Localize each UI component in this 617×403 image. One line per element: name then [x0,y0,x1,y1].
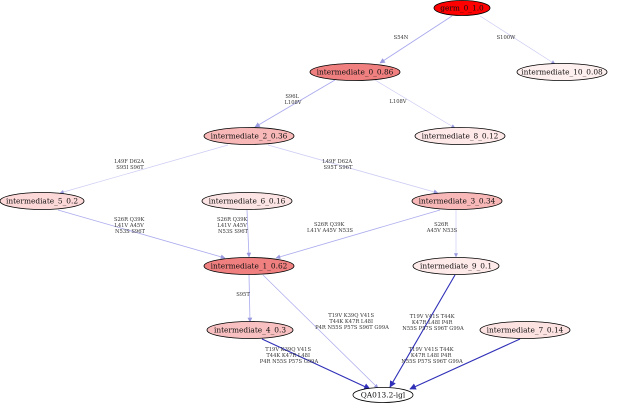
node-intermediate-10-label: intermediate_10_0.08 [521,68,603,77]
node-intermediate-2-shape [203,127,295,145]
node-intermediate-2[interactable]: intermediate_2_0.36 [203,127,295,145]
edge-label-intermediate-2-to-5: L49F D62A S95I S96T [114,159,145,171]
node-intermediate-10-shape [516,63,608,81]
node-intermediate-3[interactable]: intermediate_3_0.34 [411,192,503,210]
edge-label-intermediate-2-to-3: L49F D62A S95T S96T [322,159,353,171]
node-intermediate-7-shape [479,321,571,339]
edge-intermediate-4-to-qa [261,338,371,390]
node-intermediate-6-shape [201,192,293,210]
node-intermediate-0-label: intermediate_0_0.86 [317,68,394,77]
node-intermediate-5-shape [0,192,85,210]
node-intermediate-7[interactable]: intermediate_7_0.14 [479,321,571,339]
node-intermediate-1-shape [203,257,295,275]
edge-label-intermediate-3-to-9: S26R A45V N53S [426,222,458,234]
node-intermediate-3-shape [411,192,503,210]
edge-label-intermediate-1-to-4: S95T [236,292,250,298]
edge-label-intermediate-0-to-2: S96L L108V [284,94,301,106]
edge-intermediate-3-to-1 [275,209,441,260]
edge-label-intermediate-7-to-qa: T19V V41S T44K K47R L48I P4R N55S P57S S… [401,347,463,365]
edge-intermediate-5-to-1 [57,209,226,260]
node-intermediate-1-label: intermediate_1_0.62 [211,262,288,271]
edge-intermediate-1-to-qa [262,274,379,389]
node-intermediate-7-label: intermediate_7_0.14 [487,326,564,335]
edge-label-intermediate-0-to-8: L108V [389,99,406,105]
node-qa013-2-igl-label: QA013.2-igl [361,391,406,400]
edge-germ-to-intermediate-10 [479,15,556,65]
node-intermediate-8-shape [414,127,506,145]
edge-label-intermediate-3-to-1: S26R Q39K L41V A45V N53S [307,222,353,234]
edge-label-intermediate-4-to-qa: T19V K39Q V41S T44K K47R L48I P4R N55S P… [260,347,319,365]
edge-labels: S54N S100W S96L L108V L108V L49F D62A S9… [114,35,516,365]
node-intermediate-4-label: intermediate_4_0.3 [214,326,286,335]
edge-intermediate-7-to-qa [409,338,521,390]
edge-label-germ-to-intermediate-10: S100W [497,35,516,41]
edge-intermediate-6-to-1 [246,209,252,258]
node-intermediate-4-shape [206,321,294,339]
node-intermediate-1[interactable]: intermediate_1_0.62 [203,257,295,275]
edge-label-germ-to-intermediate-0: S54N [394,35,409,41]
edge-intermediate-0-to-8 [374,79,456,129]
node-qa013-2-igl[interactable]: QA013.2-igl [352,387,414,403]
node-intermediate-10[interactable]: intermediate_10_0.08 [516,63,608,81]
edge-intermediate-2-to-5 [59,144,229,194]
edge-label-intermediate-5-to-1: S26R Q39K L41V A45V N53S S96T [114,217,146,235]
node-intermediate-5[interactable]: intermediate_5_0.2 [0,192,85,210]
node-germ-shape [433,0,491,16]
node-intermediate-4[interactable]: intermediate_4_0.3 [206,321,294,339]
edge-germ-to-intermediate-0 [379,15,453,64]
node-germ-label: germ_0_1.0 [440,4,484,13]
edge-intermediate-1-to-4 [247,274,253,323]
node-intermediate-6[interactable]: intermediate_6_0.16 [201,192,293,210]
node-intermediate-9-label: intermediate_9_0.1 [420,262,492,271]
edge-label-intermediate-1-to-qa: T19V K39Q V41S T44K K47R L48I P4R N55S P… [315,313,389,331]
node-intermediate-0-shape [309,63,401,81]
node-intermediate-6-label: intermediate_6_0.16 [209,197,286,206]
node-germ[interactable]: germ_0_1.0 [433,0,491,16]
edge-label-intermediate-9-to-qa: T19V V41S T44K K47R L48I P4R N55S P57S S… [402,314,464,332]
edges [57,15,556,390]
node-intermediate-9-shape [412,257,500,275]
node-intermediate-2-label: intermediate_2_0.36 [211,132,288,141]
edge-label-intermediate-6-to-1: S26R Q39K L41V A45V N53S S96T [217,217,249,235]
edge-intermediate-2-to-3 [267,144,439,195]
node-intermediate-8-label: intermediate_8_0.12 [422,132,499,141]
node-intermediate-5-label: intermediate_5_0.2 [6,197,78,206]
node-intermediate-0[interactable]: intermediate_0_0.86 [309,63,401,81]
node-intermediate-9[interactable]: intermediate_9_0.1 [412,257,500,275]
node-intermediate-3-label: intermediate_3_0.34 [419,197,496,206]
node-intermediate-8[interactable]: intermediate_8_0.12 [414,127,506,145]
edge-intermediate-9-to-qa [389,274,456,388]
edge-intermediate-0-to-2 [254,79,336,128]
